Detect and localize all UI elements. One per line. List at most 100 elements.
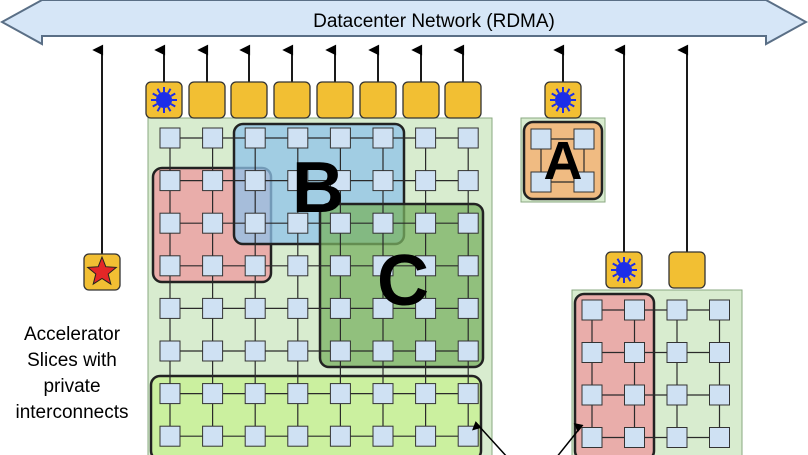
accelerator-chip	[159, 425, 181, 447]
accelerator-chip	[159, 255, 181, 277]
nic-ports	[83, 81, 706, 291]
accelerator-chip	[624, 427, 645, 448]
accelerator-chip	[372, 255, 394, 277]
accelerator-chip	[244, 383, 266, 405]
accelerator-chip	[581, 384, 603, 406]
accelerator-chip	[457, 127, 479, 149]
nic-port	[444, 81, 482, 119]
slice-c-label: C	[377, 241, 429, 321]
accelerator-chip	[709, 342, 730, 363]
accelerator-chip	[415, 425, 437, 447]
accelerator-chip	[202, 340, 224, 362]
accelerator-chip	[159, 340, 181, 362]
accelerator-chip	[244, 297, 266, 319]
accelerator-chip	[666, 427, 688, 448]
banner-arrow-shape	[0, 0, 808, 46]
star-icon	[86, 255, 118, 286]
caption-line-3: private	[43, 376, 100, 397]
nic-port	[230, 81, 268, 119]
slice-bottom-region	[149, 374, 483, 455]
accelerator-chip	[372, 170, 394, 192]
accelerator-chip	[244, 170, 266, 192]
accelerator-chip	[159, 212, 181, 234]
caption-line-4: interconnects	[15, 402, 128, 423]
accelerator-chip	[415, 297, 437, 319]
accelerator-chip	[581, 427, 603, 448]
accelerator-chip	[329, 127, 351, 149]
sun-icon	[611, 257, 637, 283]
accelerator-chip	[457, 383, 479, 405]
accelerator-chip	[573, 128, 595, 150]
sun-icon	[151, 87, 177, 113]
caption-line-1: Accelerator	[24, 324, 121, 345]
accelerator-chip	[202, 297, 224, 319]
accelerator-chip	[709, 299, 730, 321]
sun-icon-nic	[145, 81, 183, 119]
accelerator-chip	[415, 340, 437, 362]
accelerator-chip	[287, 340, 309, 362]
network-label: Datacenter Network (RDMA)	[313, 11, 555, 32]
accelerator-chip	[372, 340, 394, 362]
accelerator-chip	[202, 212, 224, 234]
accelerator-chip	[372, 425, 394, 447]
accelerator-chip	[159, 170, 181, 192]
nic-port-nic	[402, 81, 440, 119]
nic-port	[668, 251, 706, 289]
nic-port-nic	[273, 81, 311, 119]
accelerator-chip	[159, 297, 181, 319]
accelerator-chip	[287, 297, 309, 319]
accelerator-chip	[159, 127, 181, 149]
sun-icon-nic	[544, 81, 582, 119]
sun-icon-nic	[605, 251, 643, 289]
accelerator-chip	[415, 212, 437, 234]
accelerator-chip	[709, 384, 730, 406]
accelerator-chip	[202, 383, 224, 405]
accelerator-chip	[457, 425, 479, 447]
nic-port-nic	[668, 251, 706, 289]
accelerator-chip	[372, 212, 394, 234]
accelerator-chip	[372, 297, 394, 319]
pointer-line-bottom-slice	[472, 421, 507, 455]
accelerator-chip	[372, 383, 394, 405]
accelerator-chip	[159, 383, 181, 405]
accelerator-chip	[457, 255, 479, 277]
nic-port	[188, 81, 226, 119]
accelerator-chip	[329, 425, 351, 447]
accelerator-chips	[159, 127, 730, 448]
accelerator-chip	[530, 171, 552, 193]
accelerator-chip	[666, 342, 688, 363]
accelerator-chip	[287, 127, 309, 149]
accelerator-chip	[573, 171, 595, 193]
accelerator-chip	[287, 425, 309, 447]
uplink-arrows	[92, 44, 689, 268]
accelerator-chip	[581, 342, 603, 363]
nic-port	[273, 81, 311, 119]
accelerator-chip	[415, 170, 437, 192]
nic-port-nic	[359, 81, 397, 119]
accelerator-chip	[624, 299, 645, 321]
accelerator-chip	[244, 127, 266, 149]
accelerator-chip	[202, 127, 224, 149]
pointer-line-right-slice	[557, 422, 584, 455]
accelerator-chip	[244, 212, 266, 234]
accelerator-chip	[329, 383, 351, 405]
nic-port-nic	[444, 81, 482, 119]
nic-port	[316, 81, 354, 119]
accelerator-chip	[329, 297, 351, 319]
accelerator-chip	[372, 127, 394, 149]
accelerator-chip	[244, 425, 266, 447]
slice-c-region	[318, 202, 485, 369]
sun-icon	[550, 87, 576, 113]
slice-a-label: A	[544, 131, 583, 191]
accelerator-chip	[666, 384, 688, 406]
accelerator-chip	[202, 255, 224, 277]
star-icon-nic	[83, 253, 121, 291]
accelerator-chip	[415, 127, 437, 149]
accelerator-chip	[329, 340, 351, 362]
nic-port	[359, 81, 397, 119]
datacenter-network-banner: Datacenter Network (RDMA)	[0, 0, 808, 46]
nic-port-nic	[230, 81, 268, 119]
accelerator-chip	[329, 212, 351, 234]
accelerator-chip	[329, 255, 351, 277]
